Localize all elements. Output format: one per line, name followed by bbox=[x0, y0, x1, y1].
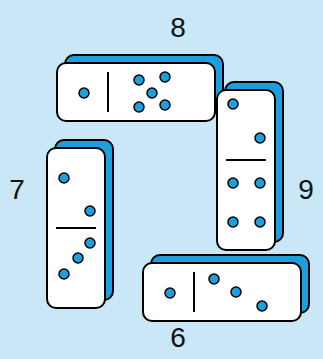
domino bbox=[47, 140, 113, 308]
side-number: 8 bbox=[170, 14, 186, 42]
side-number: 7 bbox=[9, 176, 25, 204]
side-number: 6 bbox=[170, 324, 186, 352]
side-number: 9 bbox=[298, 176, 314, 204]
domino bbox=[143, 255, 309, 321]
domino bbox=[57, 55, 223, 121]
domino bbox=[217, 82, 283, 250]
